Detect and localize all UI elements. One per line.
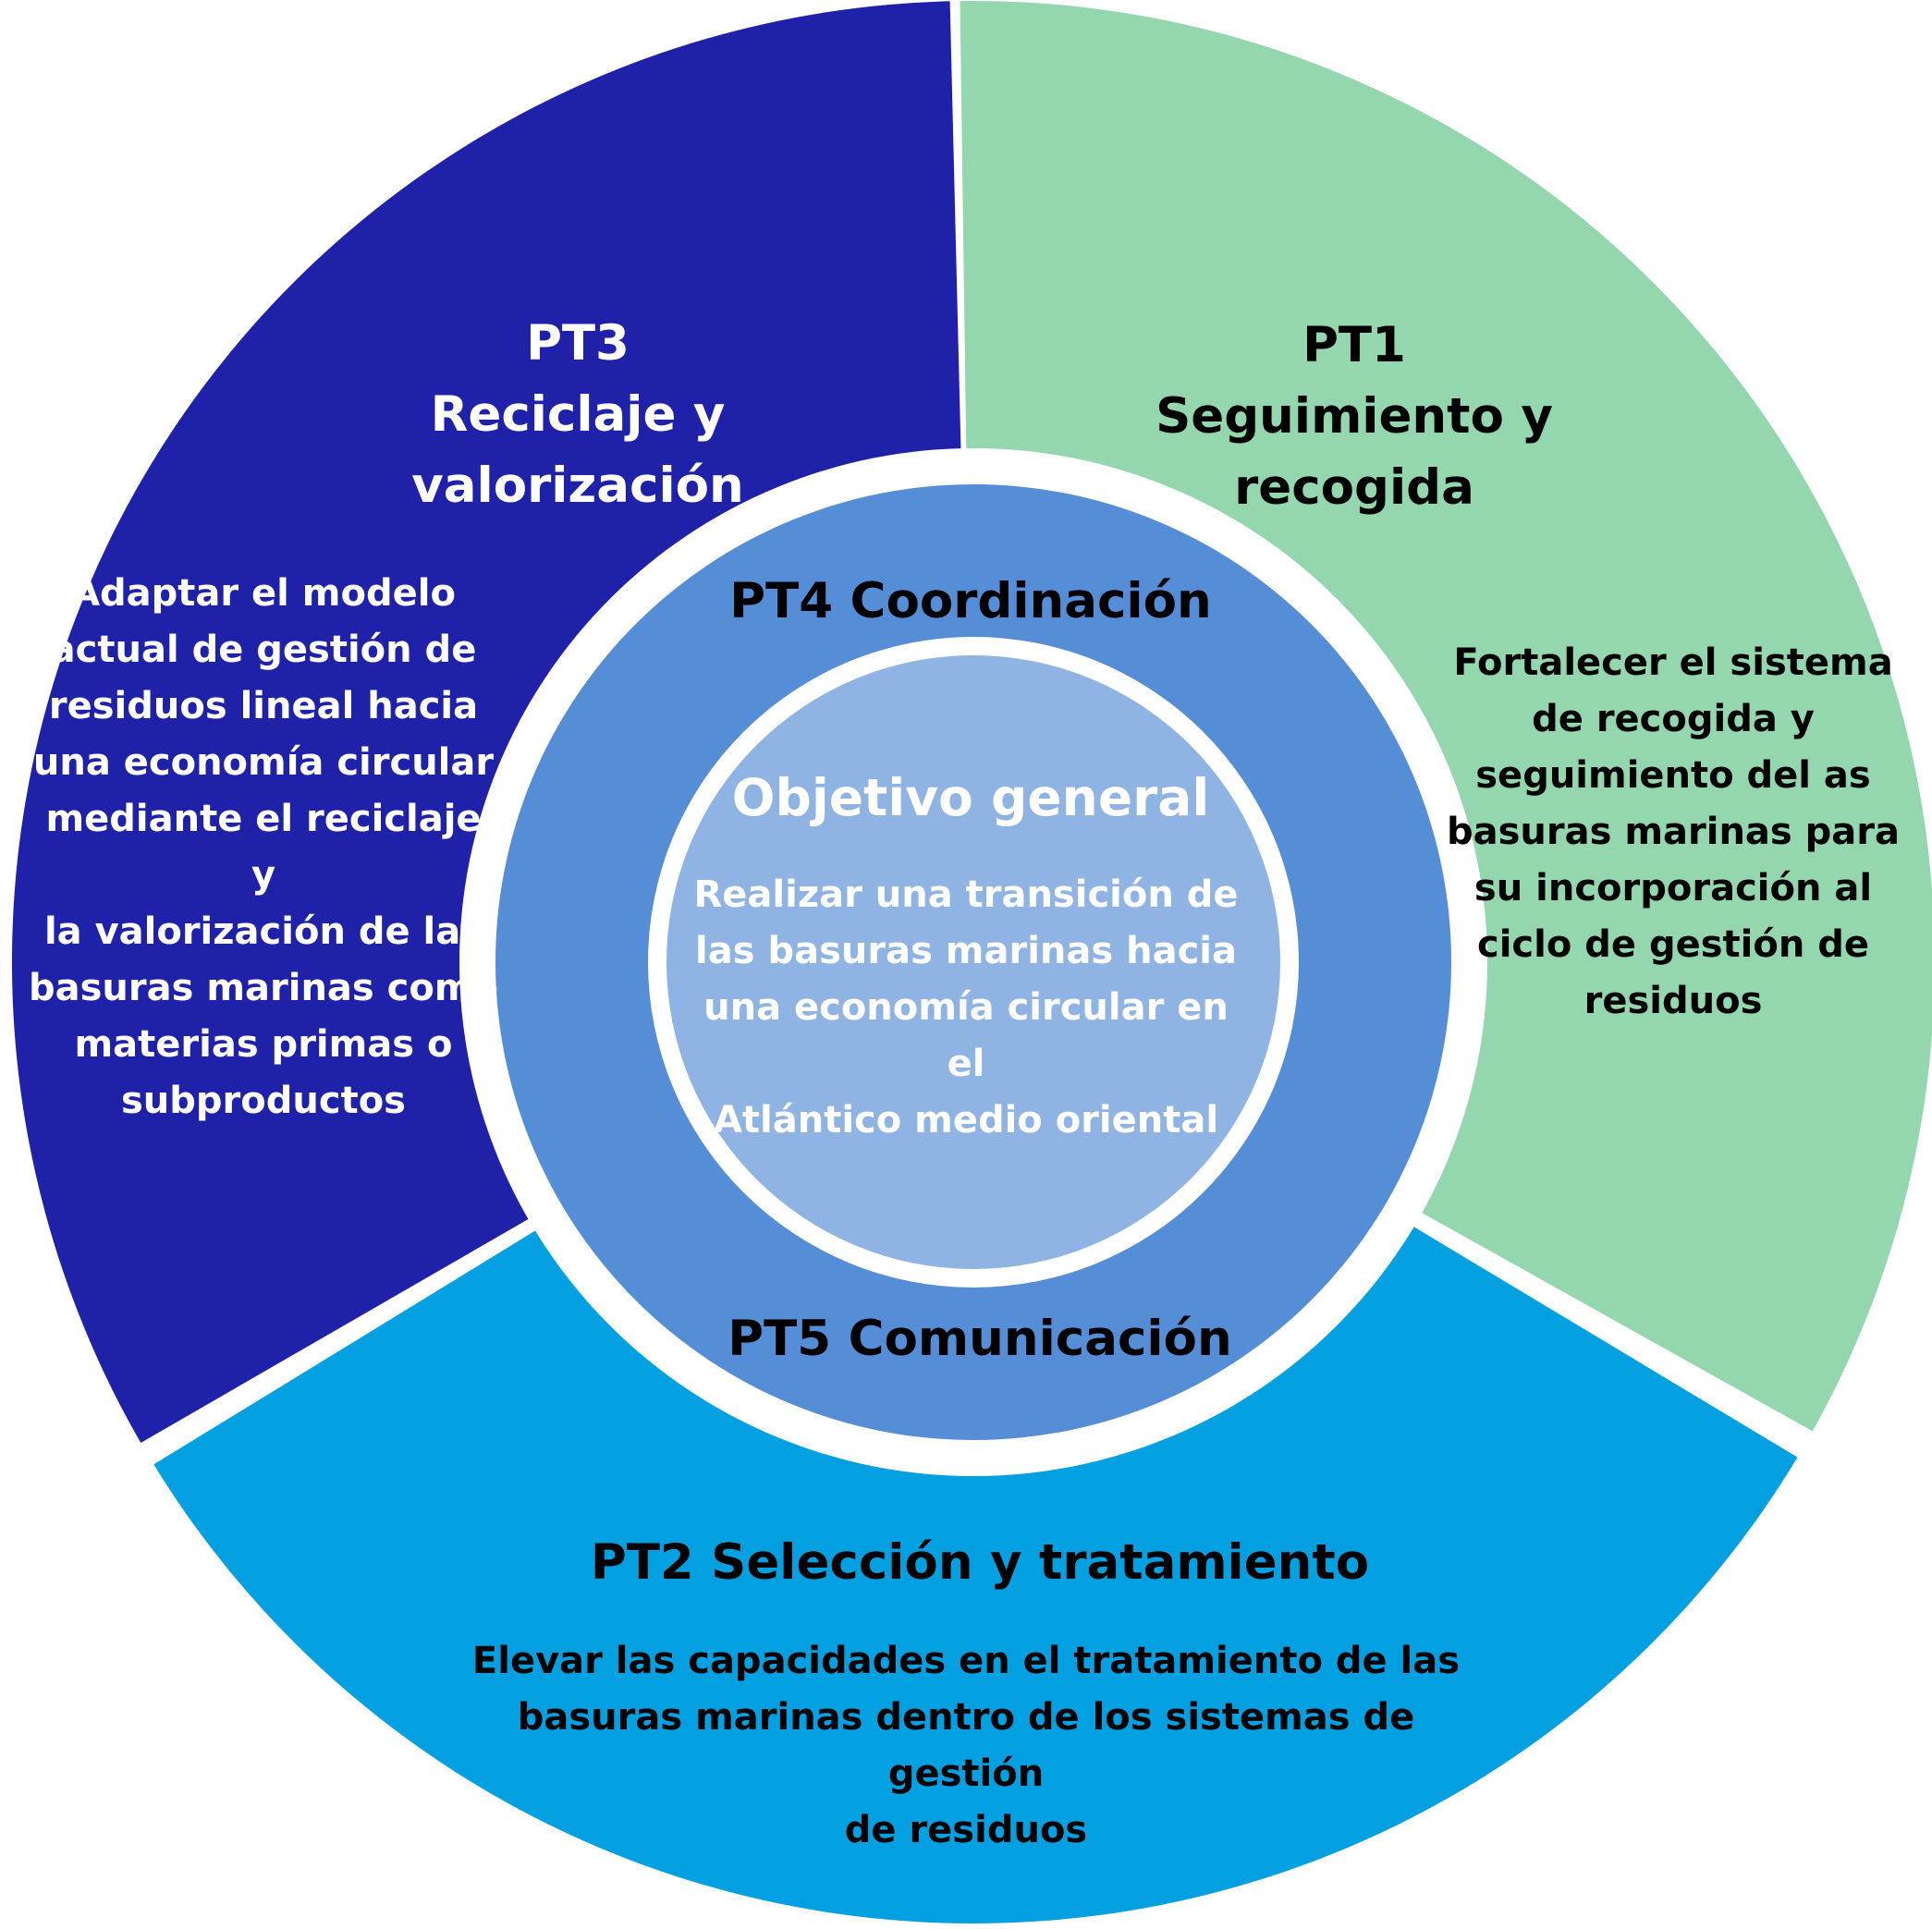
pt2-description: Elevar las capacidades en el tratamiento… bbox=[471, 1640, 1461, 1851]
objective-description: Realizar una transición de las basuras m… bbox=[693, 873, 1239, 1142]
general-objective-circle bbox=[666, 655, 1280, 1269]
pt1-description: Fortalecer el sistema de recogida y segu… bbox=[1446, 641, 1901, 1022]
pt4-label: PT4 Coordinación bbox=[729, 573, 1212, 629]
pt2-title: PT2 Selección y tratamiento bbox=[590, 1534, 1370, 1591]
objective-title: Objetivo general bbox=[731, 768, 1210, 827]
pt3-description: Adaptar el modelo actual de gestión de r… bbox=[28, 572, 499, 1122]
pt1-title: PT1 Seguimiento y recogida bbox=[1156, 317, 1553, 516]
pt3-title: PT3 Reciclaje y valorización bbox=[411, 315, 744, 514]
pt5-label: PT5 Comunicación bbox=[728, 1311, 1232, 1367]
